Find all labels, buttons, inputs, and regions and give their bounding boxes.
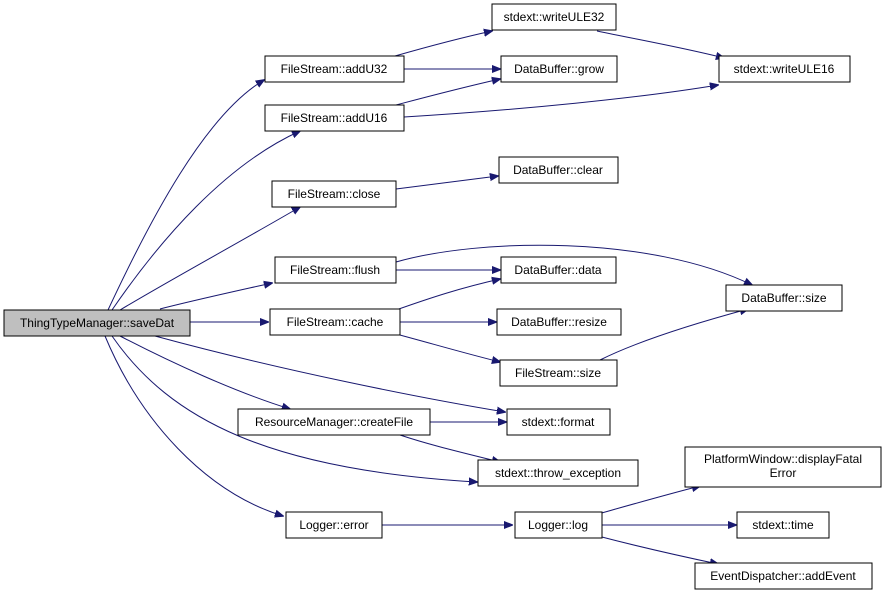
edge-writeULE32-to-writeULE16 (596, 30, 724, 58)
node-label: DataBuffer::size (741, 291, 826, 305)
node-label: DataBuffer::data (514, 263, 601, 277)
node-platformwindow-displayfatalerror[interactable]: PlatformWindow::displayFatal Error (684, 446, 882, 488)
edge-root-to-format (154, 335, 505, 412)
node-thingtypemanager-savedat[interactable]: ThingTypeManager::saveDat (3, 309, 191, 337)
node-label: DataBuffer::clear (513, 163, 603, 177)
node-logger-error[interactable]: Logger::error (285, 511, 383, 539)
nodes: ThingTypeManager::saveDat FileStream::ad… (3, 3, 882, 590)
edge-addU16-to-grow (395, 79, 500, 106)
node-label: stdext::writeULE16 (734, 62, 835, 76)
edge-root-to-createFile (119, 335, 290, 409)
node-databuffer-resize[interactable]: DataBuffer::resize (496, 308, 622, 336)
node-eventdispatcher-addevent[interactable]: EventDispatcher::addEvent (694, 562, 873, 590)
node-stdext-format[interactable]: stdext::format (506, 408, 611, 436)
edge-root-to-addU16 (111, 131, 300, 311)
edge-log-to-display (597, 486, 700, 515)
node-label: FileStream::cache (287, 315, 384, 329)
edge-createFile-to-throw (399, 434, 500, 462)
node-label: Logger::log (528, 518, 588, 532)
edge-root-to-error (104, 335, 283, 516)
edge-addU16-to-writeULE16 (403, 85, 718, 118)
edge-fssize-to-dbsize (599, 309, 748, 361)
node-label: ThingTypeManager::saveDat (20, 316, 175, 330)
node-label: DataBuffer::grow (514, 62, 604, 76)
node-filestream-close[interactable]: FileStream::close (271, 180, 397, 208)
node-stdext-writeule16[interactable]: stdext::writeULE16 (718, 55, 851, 83)
node-label: EventDispatcher::addEvent (710, 569, 856, 583)
node-label: stdext::writeULE32 (504, 10, 605, 24)
edges (104, 30, 752, 564)
node-filestream-addu32[interactable]: FileStream::addU32 (264, 55, 405, 83)
node-databuffer-clear[interactable]: DataBuffer::clear (498, 156, 619, 184)
edge-root-to-flush (159, 283, 272, 310)
node-filestream-size[interactable]: FileStream::size (499, 359, 618, 387)
node-stdext-writeule32[interactable]: stdext::writeULE32 (491, 3, 617, 31)
node-stdext-throw-exception[interactable]: stdext::throw_exception (477, 459, 639, 487)
node-label: stdext::time (752, 518, 814, 532)
node-filestream-addu16[interactable]: FileStream::addU16 (264, 104, 405, 132)
node-label: DataBuffer::resize (511, 315, 607, 329)
node-stdext-time[interactable]: stdext::time (736, 511, 830, 539)
node-label: stdext::throw_exception (495, 466, 621, 480)
node-logger-log[interactable]: Logger::log (514, 511, 603, 539)
node-filestream-cache[interactable]: FileStream::cache (269, 308, 401, 336)
edge-flush-to-dbsize (395, 244, 752, 285)
node-label: FileStream::addU32 (281, 62, 388, 76)
edge-addU32-to-writeULE32 (394, 31, 492, 57)
node-label: Logger::error (299, 518, 368, 532)
node-filestream-flush[interactable]: FileStream::flush (274, 256, 397, 284)
node-databuffer-size[interactable]: DataBuffer::size (725, 284, 843, 312)
edge-root-to-addU32 (107, 80, 264, 311)
node-databuffer-data[interactable]: DataBuffer::data (500, 256, 617, 284)
node-label: FileStream::addU16 (281, 111, 388, 125)
node-resourcemanager-createfile[interactable]: ResourceManager::createFile (237, 408, 431, 436)
node-label: stdext::format (522, 415, 595, 429)
edge-root-to-throw (111, 335, 477, 482)
node-label-line2: Error (770, 466, 797, 480)
node-label: FileStream::flush (290, 263, 380, 277)
node-label: FileStream::size (515, 366, 601, 380)
edge-log-to-addEvent (597, 535, 718, 564)
edge-cache-to-data (395, 279, 500, 311)
edge-root-to-close (119, 207, 300, 311)
node-label: ResourceManager::createFile (255, 415, 413, 429)
node-label: FileStream::close (288, 187, 381, 201)
node-label-line1: PlatformWindow::displayFatal (704, 452, 862, 466)
edge-cache-to-fssize (395, 333, 500, 362)
node-databuffer-grow[interactable]: DataBuffer::grow (500, 55, 618, 83)
edge-close-to-clear (395, 176, 498, 190)
